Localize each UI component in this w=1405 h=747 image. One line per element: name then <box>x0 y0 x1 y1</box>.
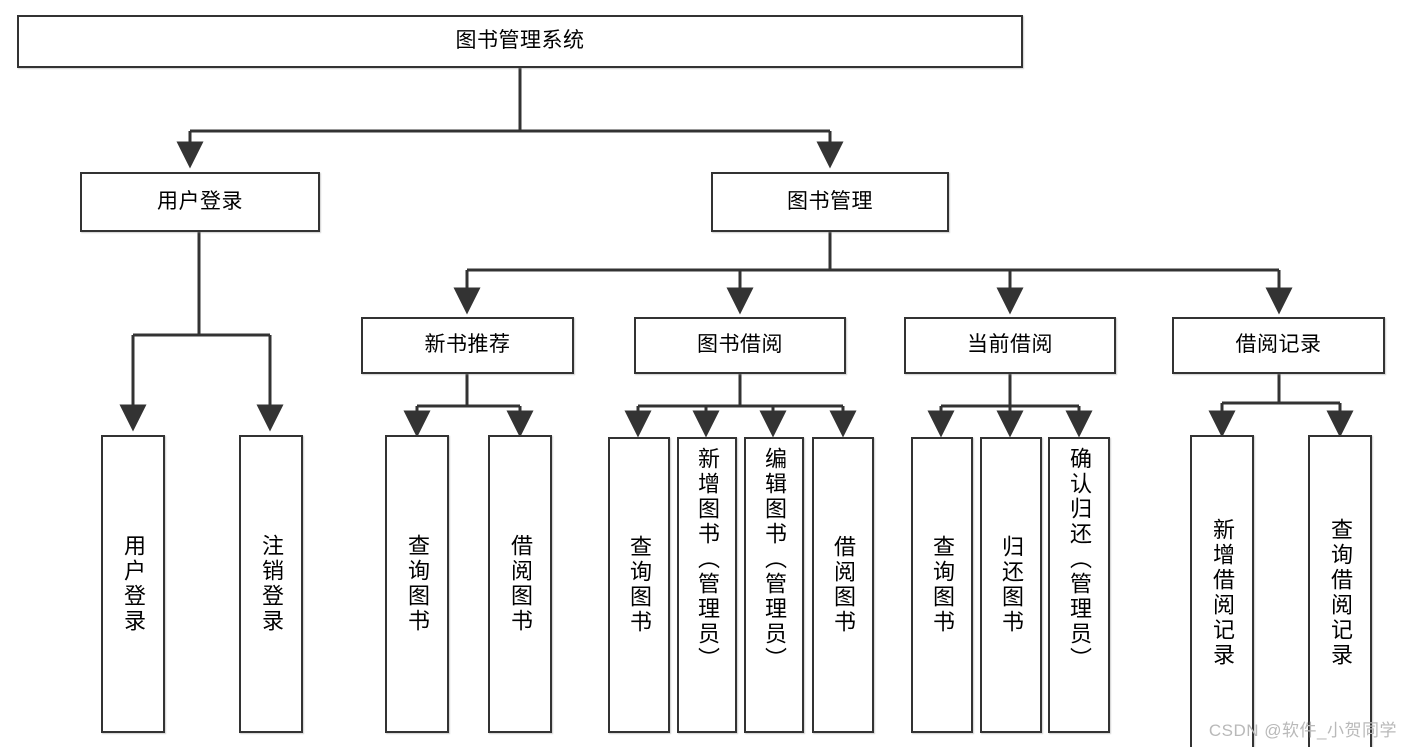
node-user-login[interactable]: 用户登录 <box>80 172 320 232</box>
node-current-borrow-label: 当前借阅 <box>967 333 1053 357</box>
leaf-record-query-label: 查询借阅记录 <box>1328 517 1353 668</box>
leaf-current-return-book-label: 归还图书 <box>999 535 1024 635</box>
node-book-borrow-label: 图书借阅 <box>697 333 783 357</box>
leaf-record-query[interactable]: 查询借阅记录 <box>1308 435 1372 747</box>
leaf-current-query-book-label: 查询图书 <box>930 535 955 635</box>
leaf-recommend-query-book-label: 查询图书 <box>405 534 430 634</box>
node-new-book-recommend-label: 新书推荐 <box>424 333 511 357</box>
node-new-book-recommend[interactable]: 新书推荐 <box>361 317 574 374</box>
node-book-management-label: 图书管理 <box>787 189 873 213</box>
watermark: CSDN @软件_小贺同学 <box>1208 721 1397 740</box>
leaf-borrow-add-book-label: 新增图书（管理员） <box>695 447 720 672</box>
leaf-borrow-borrow-book-label: 借阅图书 <box>831 535 856 635</box>
leaf-user-login-label: 用户登录 <box>121 534 146 634</box>
leaf-current-return-book[interactable]: 归还图书 <box>980 437 1042 733</box>
leaf-borrow-query-book-label: 查询图书 <box>627 535 652 635</box>
leaf-borrow-add-book[interactable]: 新增图书（管理员） <box>677 437 737 733</box>
leaf-borrow-borrow-book[interactable]: 借阅图书 <box>812 437 874 733</box>
leaf-record-add-label: 新增借阅记录 <box>1210 517 1235 668</box>
node-book-borrow[interactable]: 图书借阅 <box>634 317 846 374</box>
node-book-management[interactable]: 图书管理 <box>711 172 949 232</box>
leaf-recommend-query-book[interactable]: 查询图书 <box>385 435 449 733</box>
leaf-current-confirm-return-label: 确认归还（管理员） <box>1067 447 1092 672</box>
leaf-current-confirm-return[interactable]: 确认归还（管理员） <box>1048 437 1110 733</box>
node-current-borrow[interactable]: 当前借阅 <box>904 317 1116 374</box>
node-root-label: 图书管理系统 <box>455 29 585 53</box>
leaf-current-query-book[interactable]: 查询图书 <box>911 437 973 733</box>
leaf-record-add[interactable]: 新增借阅记录 <box>1190 435 1254 747</box>
node-user-login-label: 用户登录 <box>157 189 243 213</box>
leaf-user-logout-label: 注销登录 <box>259 534 284 634</box>
node-borrow-record[interactable]: 借阅记录 <box>1172 317 1385 374</box>
leaf-borrow-query-book[interactable]: 查询图书 <box>608 437 670 733</box>
node-borrow-record-label: 借阅记录 <box>1235 333 1322 357</box>
leaf-recommend-borrow-book-label: 借阅图书 <box>508 534 533 634</box>
leaf-user-logout[interactable]: 注销登录 <box>239 435 303 733</box>
leaf-user-login[interactable]: 用户登录 <box>101 435 165 733</box>
leaf-borrow-edit-book[interactable]: 编辑图书（管理员） <box>744 437 804 733</box>
leaf-recommend-borrow-book[interactable]: 借阅图书 <box>488 435 552 733</box>
leaf-borrow-edit-book-label: 编辑图书（管理员） <box>762 447 787 672</box>
node-root[interactable]: 图书管理系统 <box>17 15 1023 68</box>
